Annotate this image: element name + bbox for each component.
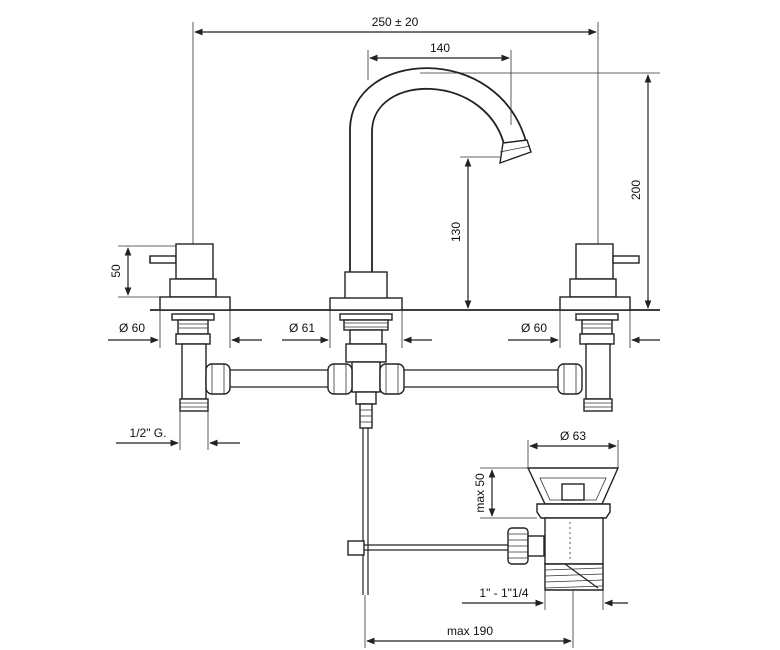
- drain-distance-label: max 190: [447, 624, 493, 638]
- total-height-label: 200: [629, 180, 643, 200]
- drain-thread-dimension: 1" - 1"1/4: [462, 586, 628, 610]
- drain-thread-label: 1" - 1"1/4: [479, 586, 529, 600]
- spout-reach-dimension: 140: [367, 41, 512, 125]
- drain-diameter-label: Ø 63: [560, 429, 586, 443]
- left-base-diameter-label: Ø 60: [119, 321, 145, 335]
- left-base-diameter-dimension: Ø 60: [108, 310, 262, 348]
- overall-width-label: 250 ± 20: [372, 15, 419, 29]
- drain-height-label: max 50: [473, 473, 487, 513]
- spout-reach-label: 140: [430, 41, 450, 55]
- right-base-diameter-dimension: Ø 60: [508, 310, 660, 348]
- inlet-thread-label: 1/2" G.: [130, 426, 167, 440]
- drain-height-dimension: max 50: [473, 467, 537, 519]
- popup-rod-linkage: [347, 428, 545, 595]
- spout-height-label: 130: [449, 222, 463, 242]
- spout-height-dimension: 130: [449, 156, 500, 309]
- spout: [329, 67, 532, 429]
- total-height-dimension: 200: [420, 72, 660, 309]
- handle-height-label: 50: [109, 264, 123, 278]
- spout-base-diameter-label: Ø 61: [289, 321, 315, 335]
- drain-diameter-dimension: Ø 63: [527, 429, 619, 468]
- spout-base-diameter-dimension: Ø 61: [282, 310, 432, 348]
- handle-height-dimension: 50: [109, 245, 193, 298]
- inlet-thread-dimension: 1/2" G.: [116, 411, 240, 450]
- connecting-hoses: [205, 363, 583, 395]
- drain-assembly: [526, 467, 620, 591]
- drain-distance-dimension: max 190: [364, 590, 574, 648]
- left-handle-valve: [149, 243, 231, 412]
- right-base-diameter-label: Ø 60: [521, 321, 547, 335]
- overall-width-dimension: 250 ± 20: [192, 15, 599, 310]
- right-handle-valve: [559, 243, 640, 412]
